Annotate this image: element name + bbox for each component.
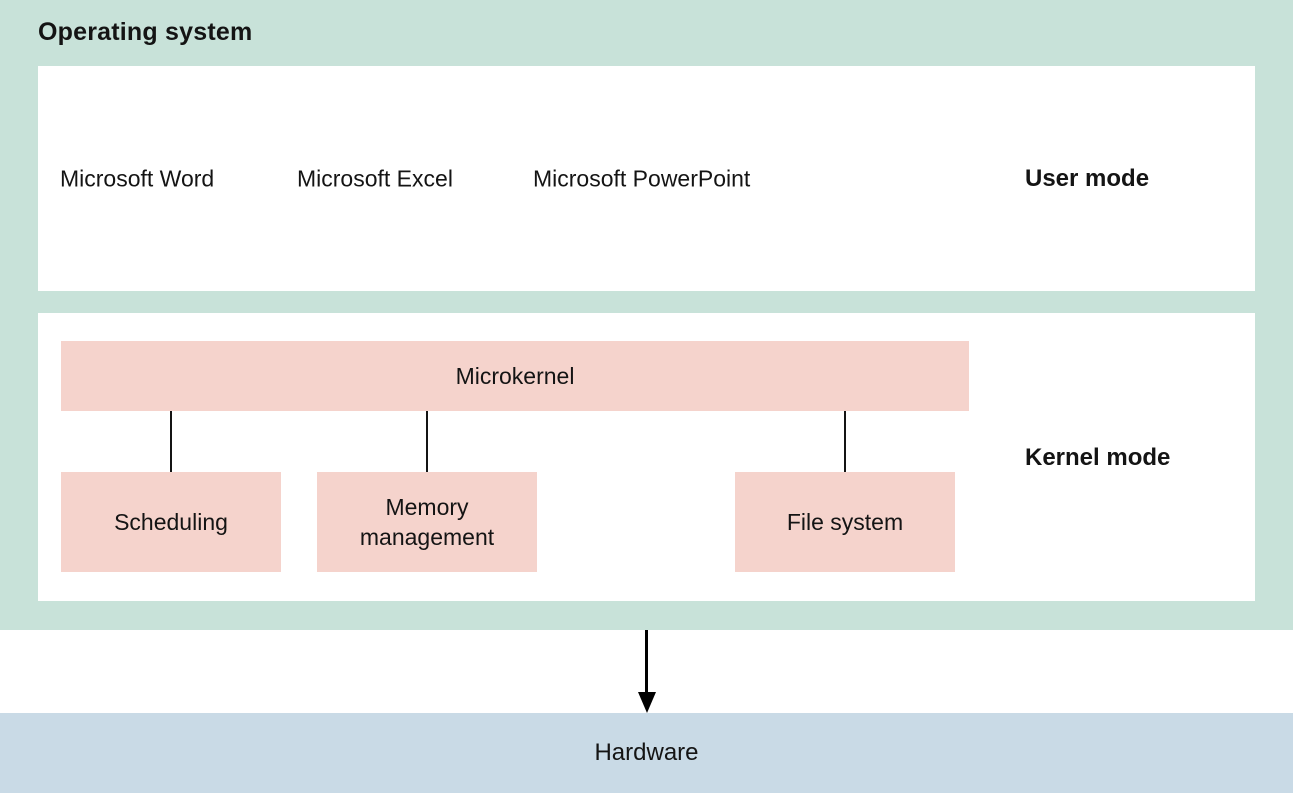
user-mode-panel: Microsoft Word Microsoft Excel Microsoft… [38,66,1255,291]
connector-microkernel-to-file-system [844,411,846,472]
kernel-mode-label: Kernel mode [1025,444,1171,471]
component-box-scheduling: Scheduling [61,472,281,572]
user-mode-label: User mode [1025,164,1150,192]
kernel-mode-panel: Microkernel Scheduling Memory management… [38,313,1255,601]
operating-system-title: Operating system [38,18,253,46]
component-label-file-system: File system [786,509,904,535]
app-label-microsoft-powerpoint: Microsoft PowerPoint [533,165,751,191]
arrow-head-down-icon [638,692,656,713]
connector-microkernel-to-memory-management [426,411,428,472]
component-label-scheduling: Scheduling [114,509,228,535]
component-label-memory-management: Memory management [359,494,495,550]
arrow-line [645,630,648,693]
app-label-microsoft-word: Microsoft Word [60,165,215,191]
component-box-file-system: File system [735,472,955,572]
connector-microkernel-to-scheduling [170,411,172,472]
hardware-bar: Hardware [0,713,1293,793]
component-box-memory-management: Memory management [317,472,537,572]
microkernel-box: Microkernel [61,341,969,411]
hardware-label: Hardware [594,739,699,766]
app-label-microsoft-excel: Microsoft Excel [297,165,453,191]
